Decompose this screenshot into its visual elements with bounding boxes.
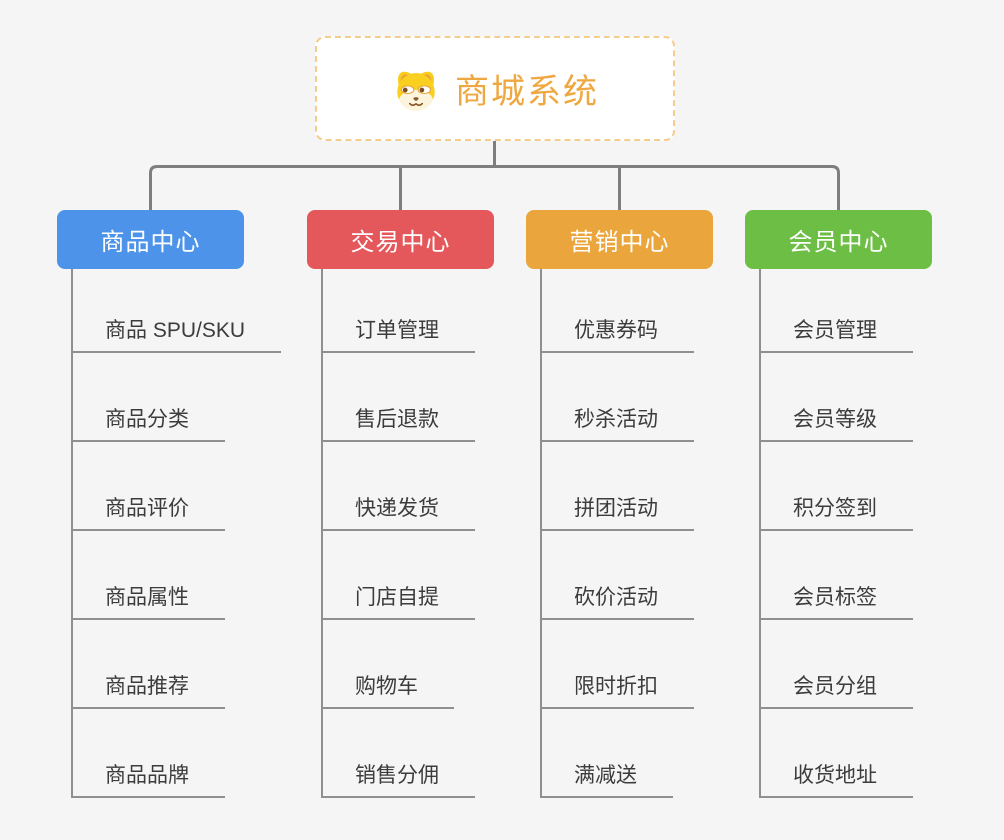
leaf-label: 砍价活动 bbox=[542, 581, 694, 620]
leaf-label: 优惠券码 bbox=[542, 314, 694, 353]
leaf-node[interactable]: 商品推荐 bbox=[73, 620, 287, 709]
branch-label: 营销中心 bbox=[569, 229, 670, 256]
leaf-list: 会员管理 会员等级 积分签到 会员标签 会员分组 收货地址 bbox=[759, 269, 975, 798]
leaf-label: 商品属性 bbox=[73, 581, 225, 620]
leaf-label: 售后退款 bbox=[323, 403, 475, 442]
leaf-node[interactable]: 满减送 bbox=[542, 709, 756, 798]
leaf-node[interactable]: 商品 SPU/SKU bbox=[73, 269, 287, 353]
leaf-label: 秒杀活动 bbox=[542, 403, 694, 442]
leaf-label: 限时折扣 bbox=[542, 670, 694, 709]
branch-column-marketing-center: 营销中心 优惠券码 秒杀活动 拼团活动 砍价活动 限时折扣 满减送 bbox=[526, 210, 756, 798]
leaf-node[interactable]: 优惠券码 bbox=[542, 269, 756, 353]
leaf-label: 积分签到 bbox=[761, 492, 913, 531]
leaf-label: 商品推荐 bbox=[73, 670, 225, 709]
leaf-label: 快递发货 bbox=[323, 492, 475, 531]
branch-node-member-center[interactable]: 会员中心 bbox=[745, 210, 932, 269]
bracket-line bbox=[149, 165, 840, 210]
leaf-node[interactable]: 销售分佣 bbox=[323, 709, 537, 798]
leaf-node[interactable]: 会员分组 bbox=[761, 620, 975, 709]
leaf-label: 商品分类 bbox=[73, 403, 225, 442]
leaf-node[interactable]: 快递发货 bbox=[323, 442, 537, 531]
leaf-list: 优惠券码 秒杀活动 拼团活动 砍价活动 限时折扣 满减送 bbox=[540, 269, 756, 798]
leaf-node[interactable]: 拼团活动 bbox=[542, 442, 756, 531]
leaf-label: 商品品牌 bbox=[73, 759, 225, 798]
branch-label: 会员中心 bbox=[788, 229, 889, 256]
leaf-node[interactable]: 售后退款 bbox=[323, 353, 537, 442]
root-node-mall-system[interactable]: 商城系统 bbox=[315, 36, 675, 141]
leaf-node[interactable]: 秒杀活动 bbox=[542, 353, 756, 442]
leaf-label: 会员分组 bbox=[761, 670, 913, 709]
branch-column-member-center: 会员中心 会员管理 会员等级 积分签到 会员标签 会员分组 收货地址 bbox=[745, 210, 975, 798]
leaf-label: 购物车 bbox=[323, 670, 454, 709]
leaf-node[interactable]: 限时折扣 bbox=[542, 620, 756, 709]
leaf-node[interactable]: 购物车 bbox=[323, 620, 537, 709]
branch-node-product-center[interactable]: 商品中心 bbox=[57, 210, 244, 269]
leaf-node[interactable]: 商品评价 bbox=[73, 442, 287, 531]
leaf-node[interactable]: 会员等级 bbox=[761, 353, 975, 442]
leaf-list: 订单管理 售后退款 快递发货 门店自提 购物车 销售分佣 bbox=[321, 269, 537, 798]
leaf-label: 满减送 bbox=[542, 759, 673, 798]
branch-node-trade-center[interactable]: 交易中心 bbox=[307, 210, 494, 269]
leaf-node[interactable]: 会员标签 bbox=[761, 531, 975, 620]
leaf-label: 门店自提 bbox=[323, 581, 475, 620]
leaf-list: 商品 SPU/SKU 商品分类 商品评价 商品属性 商品推荐 商品品牌 bbox=[71, 269, 287, 798]
leaf-label: 会员等级 bbox=[761, 403, 913, 442]
leaf-label: 商品评价 bbox=[73, 492, 225, 531]
branch-label: 商品中心 bbox=[100, 229, 201, 256]
leaf-node[interactable]: 商品品牌 bbox=[73, 709, 287, 798]
leaf-node[interactable]: 门店自提 bbox=[323, 531, 537, 620]
dog-face-icon bbox=[397, 71, 435, 111]
leaf-node[interactable]: 会员管理 bbox=[761, 269, 975, 353]
root-title: 商城系统 bbox=[455, 73, 599, 111]
leaf-node[interactable]: 收货地址 bbox=[761, 709, 975, 798]
leaf-node[interactable]: 商品分类 bbox=[73, 353, 287, 442]
branch-column-product-center: 商品中心 商品 SPU/SKU 商品分类 商品评价 商品属性 商品推荐 商品品牌 bbox=[57, 210, 287, 798]
leaf-label: 拼团活动 bbox=[542, 492, 694, 531]
leaf-label: 销售分佣 bbox=[323, 759, 475, 798]
leaf-node[interactable]: 订单管理 bbox=[323, 269, 537, 353]
leaf-node[interactable]: 商品属性 bbox=[73, 531, 287, 620]
branch-column-trade-center: 交易中心 订单管理 售后退款 快递发货 门店自提 购物车 销售分佣 bbox=[307, 210, 537, 798]
leaf-label: 订单管理 bbox=[323, 314, 475, 353]
leaf-node[interactable]: 积分签到 bbox=[761, 442, 975, 531]
branch-node-marketing-center[interactable]: 营销中心 bbox=[526, 210, 713, 269]
branch-label: 交易中心 bbox=[350, 229, 451, 256]
leaf-label: 商品 SPU/SKU bbox=[73, 314, 282, 353]
leaf-node[interactable]: 砍价活动 bbox=[542, 531, 756, 620]
leaf-label: 收货地址 bbox=[761, 759, 913, 798]
leaf-label: 会员标签 bbox=[761, 581, 913, 620]
leaf-label: 会员管理 bbox=[761, 314, 913, 353]
